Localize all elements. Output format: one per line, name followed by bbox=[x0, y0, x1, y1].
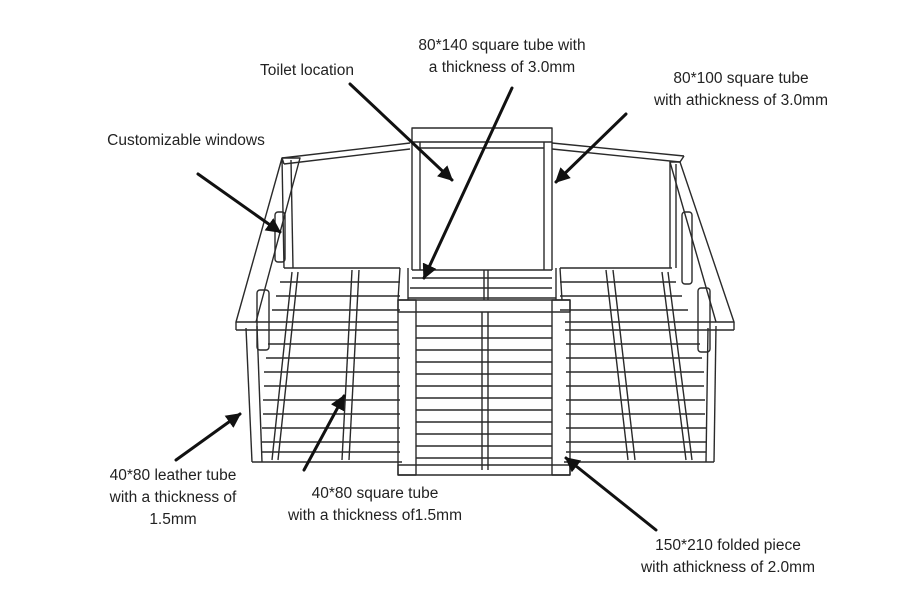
left-module bbox=[235, 142, 411, 463]
arrow-folded-piece bbox=[564, 456, 658, 532]
label-line: with a thickness of bbox=[109, 489, 237, 506]
arrow-tube-80x100 bbox=[554, 112, 628, 184]
label-folded-piece: 150*210 folded piece with athickness of … bbox=[598, 535, 858, 579]
label-line: with a thickness of1.5mm bbox=[287, 507, 462, 524]
container-frame bbox=[235, 127, 735, 476]
arrow-square-tube bbox=[302, 394, 346, 472]
label-80x100-square-tube: 80*100 square tube with athickness of 3.… bbox=[616, 68, 866, 112]
arrow-leather-tube bbox=[174, 412, 242, 462]
label-line: 40*80 leather tube bbox=[109, 467, 237, 484]
label-line: 40*80 square tube bbox=[311, 485, 439, 502]
leader-arrows bbox=[174, 82, 658, 532]
label-leather-tube: 40*80 leather tube with a thickness of 1… bbox=[78, 465, 268, 531]
label-toilet-location: Toilet location bbox=[232, 60, 382, 82]
label-80x140-square-tube: 80*140 square tube with a thickness of 3… bbox=[372, 35, 632, 79]
label-line: 1.5mm bbox=[149, 511, 197, 528]
label-line: 150*210 folded piece bbox=[655, 537, 801, 554]
label-line: Customizable windows bbox=[107, 132, 265, 149]
center-module bbox=[397, 127, 571, 476]
arrow-tube-80x140 bbox=[422, 86, 514, 280]
label-40x80-square-tube: 40*80 square tube with a thickness of1.5… bbox=[255, 483, 495, 527]
label-line: 80*140 square tube with bbox=[418, 37, 586, 54]
label-line: 80*100 square tube bbox=[673, 70, 809, 87]
label-line: Toilet location bbox=[260, 62, 354, 79]
right-module bbox=[551, 142, 735, 463]
label-line: with athickness of 2.0mm bbox=[640, 559, 815, 576]
arrow-toilet bbox=[348, 82, 454, 182]
label-customizable-windows: Customizable windows bbox=[76, 130, 296, 152]
label-line: with athickness of 3.0mm bbox=[653, 92, 828, 109]
label-line: a thickness of 3.0mm bbox=[428, 59, 576, 76]
arrow-windows bbox=[196, 172, 282, 234]
